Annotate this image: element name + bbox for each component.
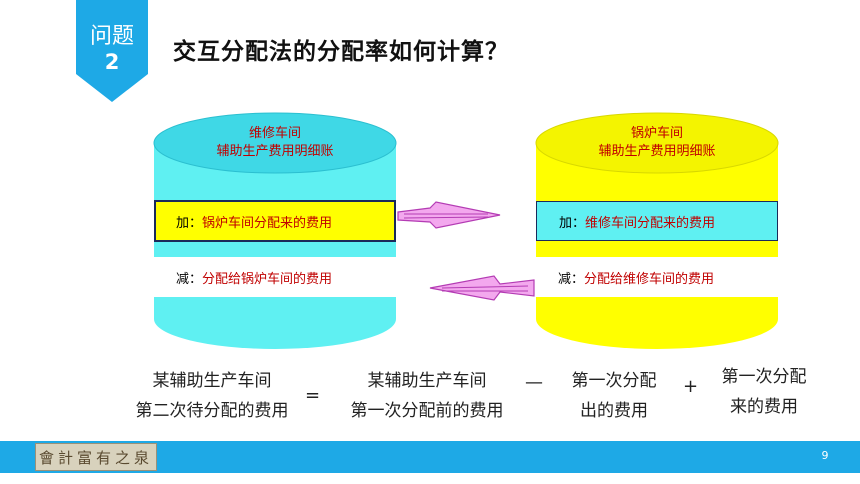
question-badge bbox=[76, 0, 148, 102]
badge-label: 问题 bbox=[89, 24, 134, 49]
formula-term-before-line2: 第一次分配前的费用 bbox=[350, 401, 504, 421]
formula-minus: — bbox=[525, 372, 543, 393]
arrow-right-icon bbox=[397, 201, 501, 229]
formula-term-out: 第一次分配 出的费用 bbox=[560, 366, 668, 426]
right-cylinder-title-line2: 辅助生产费用明细账 bbox=[598, 144, 716, 159]
right-cylinder-title: 锅炉车间 辅助生产费用明细账 bbox=[536, 125, 778, 161]
left-cylinder-title-line1: 维修车间 bbox=[248, 126, 301, 141]
left-sub-prefix: 减： bbox=[176, 271, 203, 287]
formula-term-result: 某辅助生产车间 第二次待分配的费用 bbox=[112, 366, 312, 426]
formula-term-out-line2: 出的费用 bbox=[580, 401, 648, 421]
right-sub-band: 减： 分配给维修车间的费用 bbox=[536, 257, 778, 297]
left-add-text: 锅炉车间分配来的费用 bbox=[202, 215, 333, 231]
left-add-band: 加： 锅炉车间分配来的费用 bbox=[154, 200, 396, 242]
right-add-band: 加： 维修车间分配来的费用 bbox=[536, 201, 778, 241]
left-sub-band: 减： 分配给锅炉车间的费用 bbox=[154, 257, 396, 297]
right-add-text: 维修车间分配来的费用 bbox=[585, 215, 716, 231]
page-title: 交互分配法的分配率如何计算？ bbox=[173, 39, 509, 65]
footer-logo-text: 會計富有之泉 bbox=[38, 448, 153, 467]
formula-term-result-line1: 某辅助生产车间 bbox=[152, 371, 272, 391]
arrow-left-icon bbox=[429, 275, 535, 301]
formula-plus: + bbox=[683, 376, 699, 397]
left-cylinder-title: 维修车间 辅助生产费用明细账 bbox=[154, 125, 396, 161]
formula-term-in: 第一次分配 来的费用 bbox=[710, 362, 818, 422]
formula-term-in-line1: 第一次分配 bbox=[721, 367, 807, 387]
left-cylinder-title-line2: 辅助生产费用明细账 bbox=[216, 144, 334, 159]
left-add-prefix: 加： bbox=[176, 215, 203, 231]
formula-term-result-line2: 第二次待分配的费用 bbox=[135, 401, 289, 421]
right-sub-text: 分配给维修车间的费用 bbox=[584, 271, 715, 287]
formula-equals: = bbox=[305, 385, 321, 406]
right-cylinder-title-line1: 锅炉车间 bbox=[630, 126, 683, 141]
footer-logo: 會計富有之泉 bbox=[35, 443, 157, 471]
page-number: 9 bbox=[821, 449, 829, 462]
badge-number: 2 bbox=[104, 50, 120, 74]
formula-term-out-line1: 第一次分配 bbox=[571, 371, 657, 391]
formula-term-in-line2: 来的费用 bbox=[730, 397, 798, 417]
formula-term-before: 某辅助生产车间 第一次分配前的费用 bbox=[322, 366, 532, 426]
right-add-prefix: 加： bbox=[559, 215, 586, 231]
formula-term-before-line1: 某辅助生产车间 bbox=[367, 371, 487, 391]
left-sub-text: 分配给锅炉车间的费用 bbox=[202, 271, 333, 287]
right-sub-prefix: 减： bbox=[558, 271, 585, 287]
